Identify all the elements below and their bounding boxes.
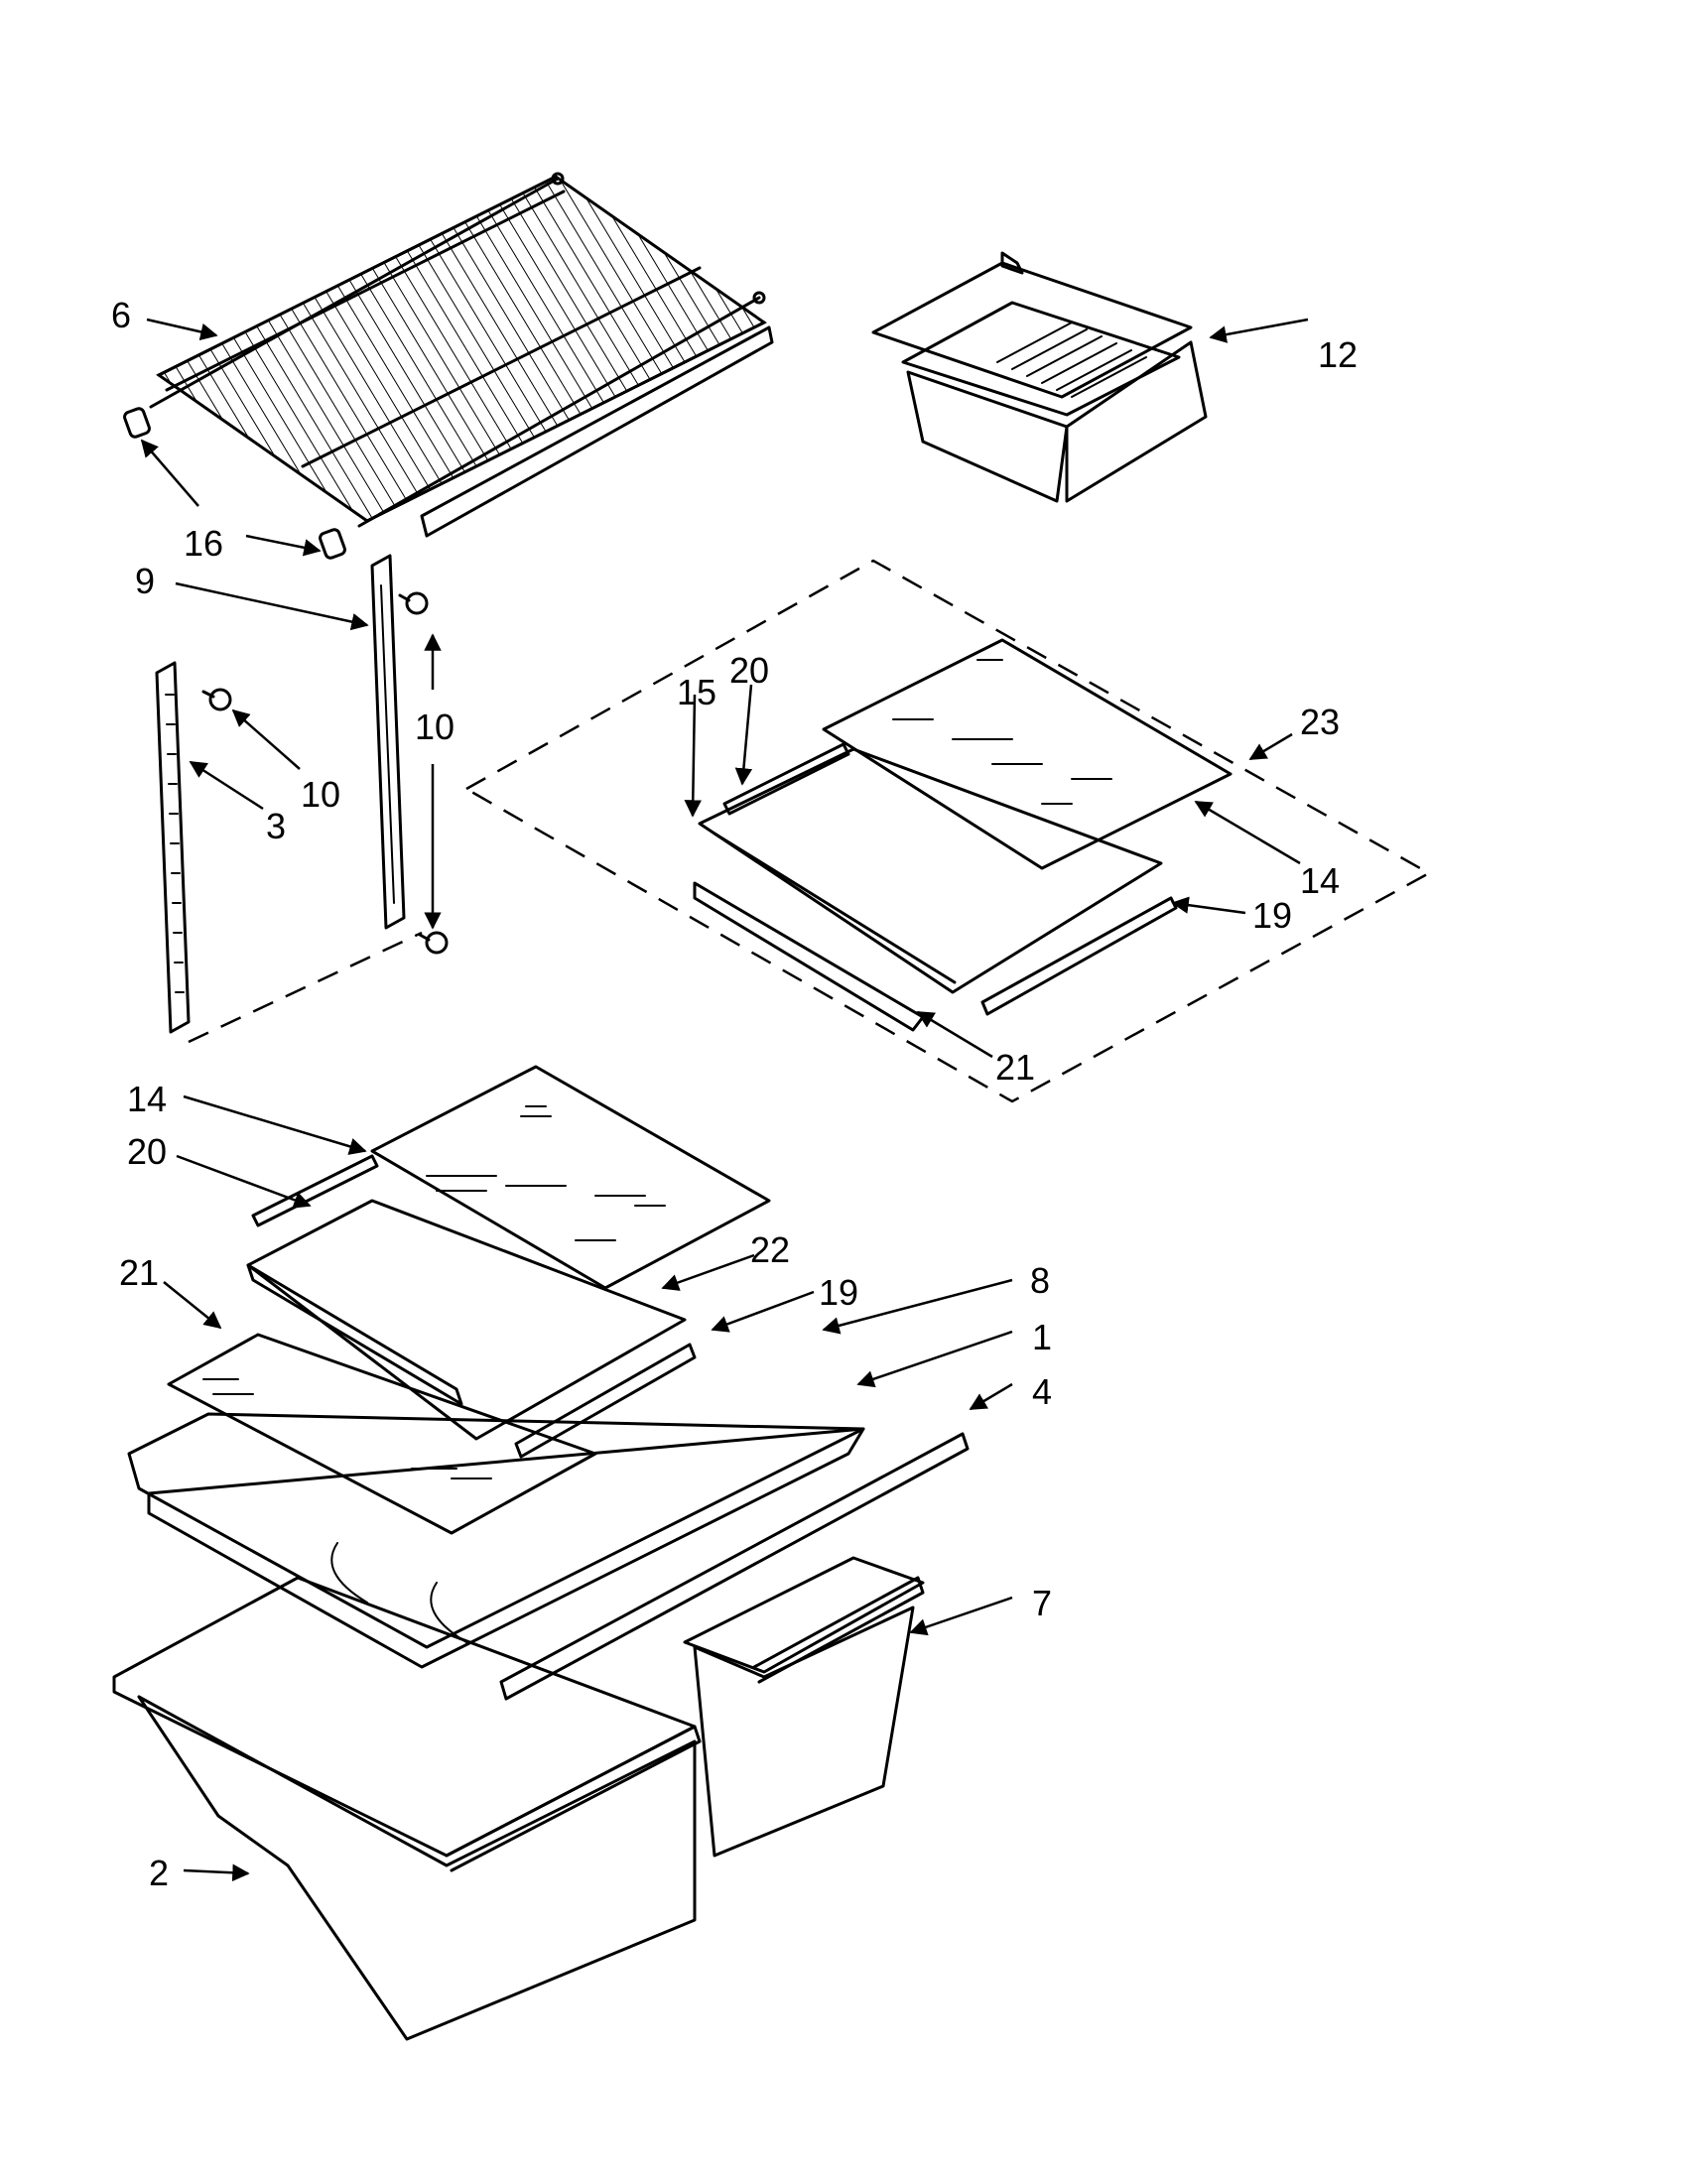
callout-20-upper: 20 [729, 650, 769, 691]
callout-22: 22 [750, 1229, 790, 1270]
callout-19-lower: 19 [819, 1272, 858, 1313]
callout-21-lower: 21 [119, 1252, 159, 1293]
callout-14-upper: 14 [1300, 860, 1340, 901]
callout-3: 3 [266, 806, 286, 846]
right-shelf-ladder [370, 554, 406, 930]
callout-21-upper: 21 [995, 1047, 1035, 1088]
callout-7: 7 [1032, 1583, 1052, 1623]
callout-8: 8 [1030, 1260, 1050, 1301]
callout-2: 2 [149, 1853, 169, 1893]
callout-6: 6 [111, 295, 131, 335]
crisper-front-bar [499, 1432, 970, 1701]
wire-shelf [149, 172, 774, 538]
leader-lines [140, 318, 1309, 1882]
lower-shelf-frame [246, 1154, 697, 1459]
callout-23: 23 [1300, 702, 1340, 742]
callout-15: 15 [677, 672, 716, 712]
callout-4: 4 [1032, 1371, 1052, 1412]
callout-14-lower: 14 [127, 1079, 167, 1119]
large-crisper-drawer [112, 1576, 702, 2041]
ladder-screws [201, 591, 449, 955]
callout-12: 12 [1318, 334, 1358, 375]
small-crisper-drawer [683, 1556, 925, 1858]
upper-shelf-assembly [693, 638, 1233, 1032]
callout-9: 9 [135, 561, 155, 601]
callout-10-lower: 10 [301, 774, 340, 815]
left-shelf-ladder [155, 661, 191, 1034]
callout-10-upper: 10 [415, 707, 454, 747]
callout-1: 1 [1032, 1317, 1052, 1357]
crisper-cover-frame [127, 1412, 865, 1669]
callout-16: 16 [184, 523, 223, 564]
callout-19-upper: 19 [1252, 895, 1292, 936]
lower-glass-shelf [370, 1065, 771, 1290]
shelf-support-pegs [123, 407, 346, 560]
meat-pan-drawer [871, 251, 1208, 503]
callout-20-lower: 20 [127, 1131, 167, 1172]
